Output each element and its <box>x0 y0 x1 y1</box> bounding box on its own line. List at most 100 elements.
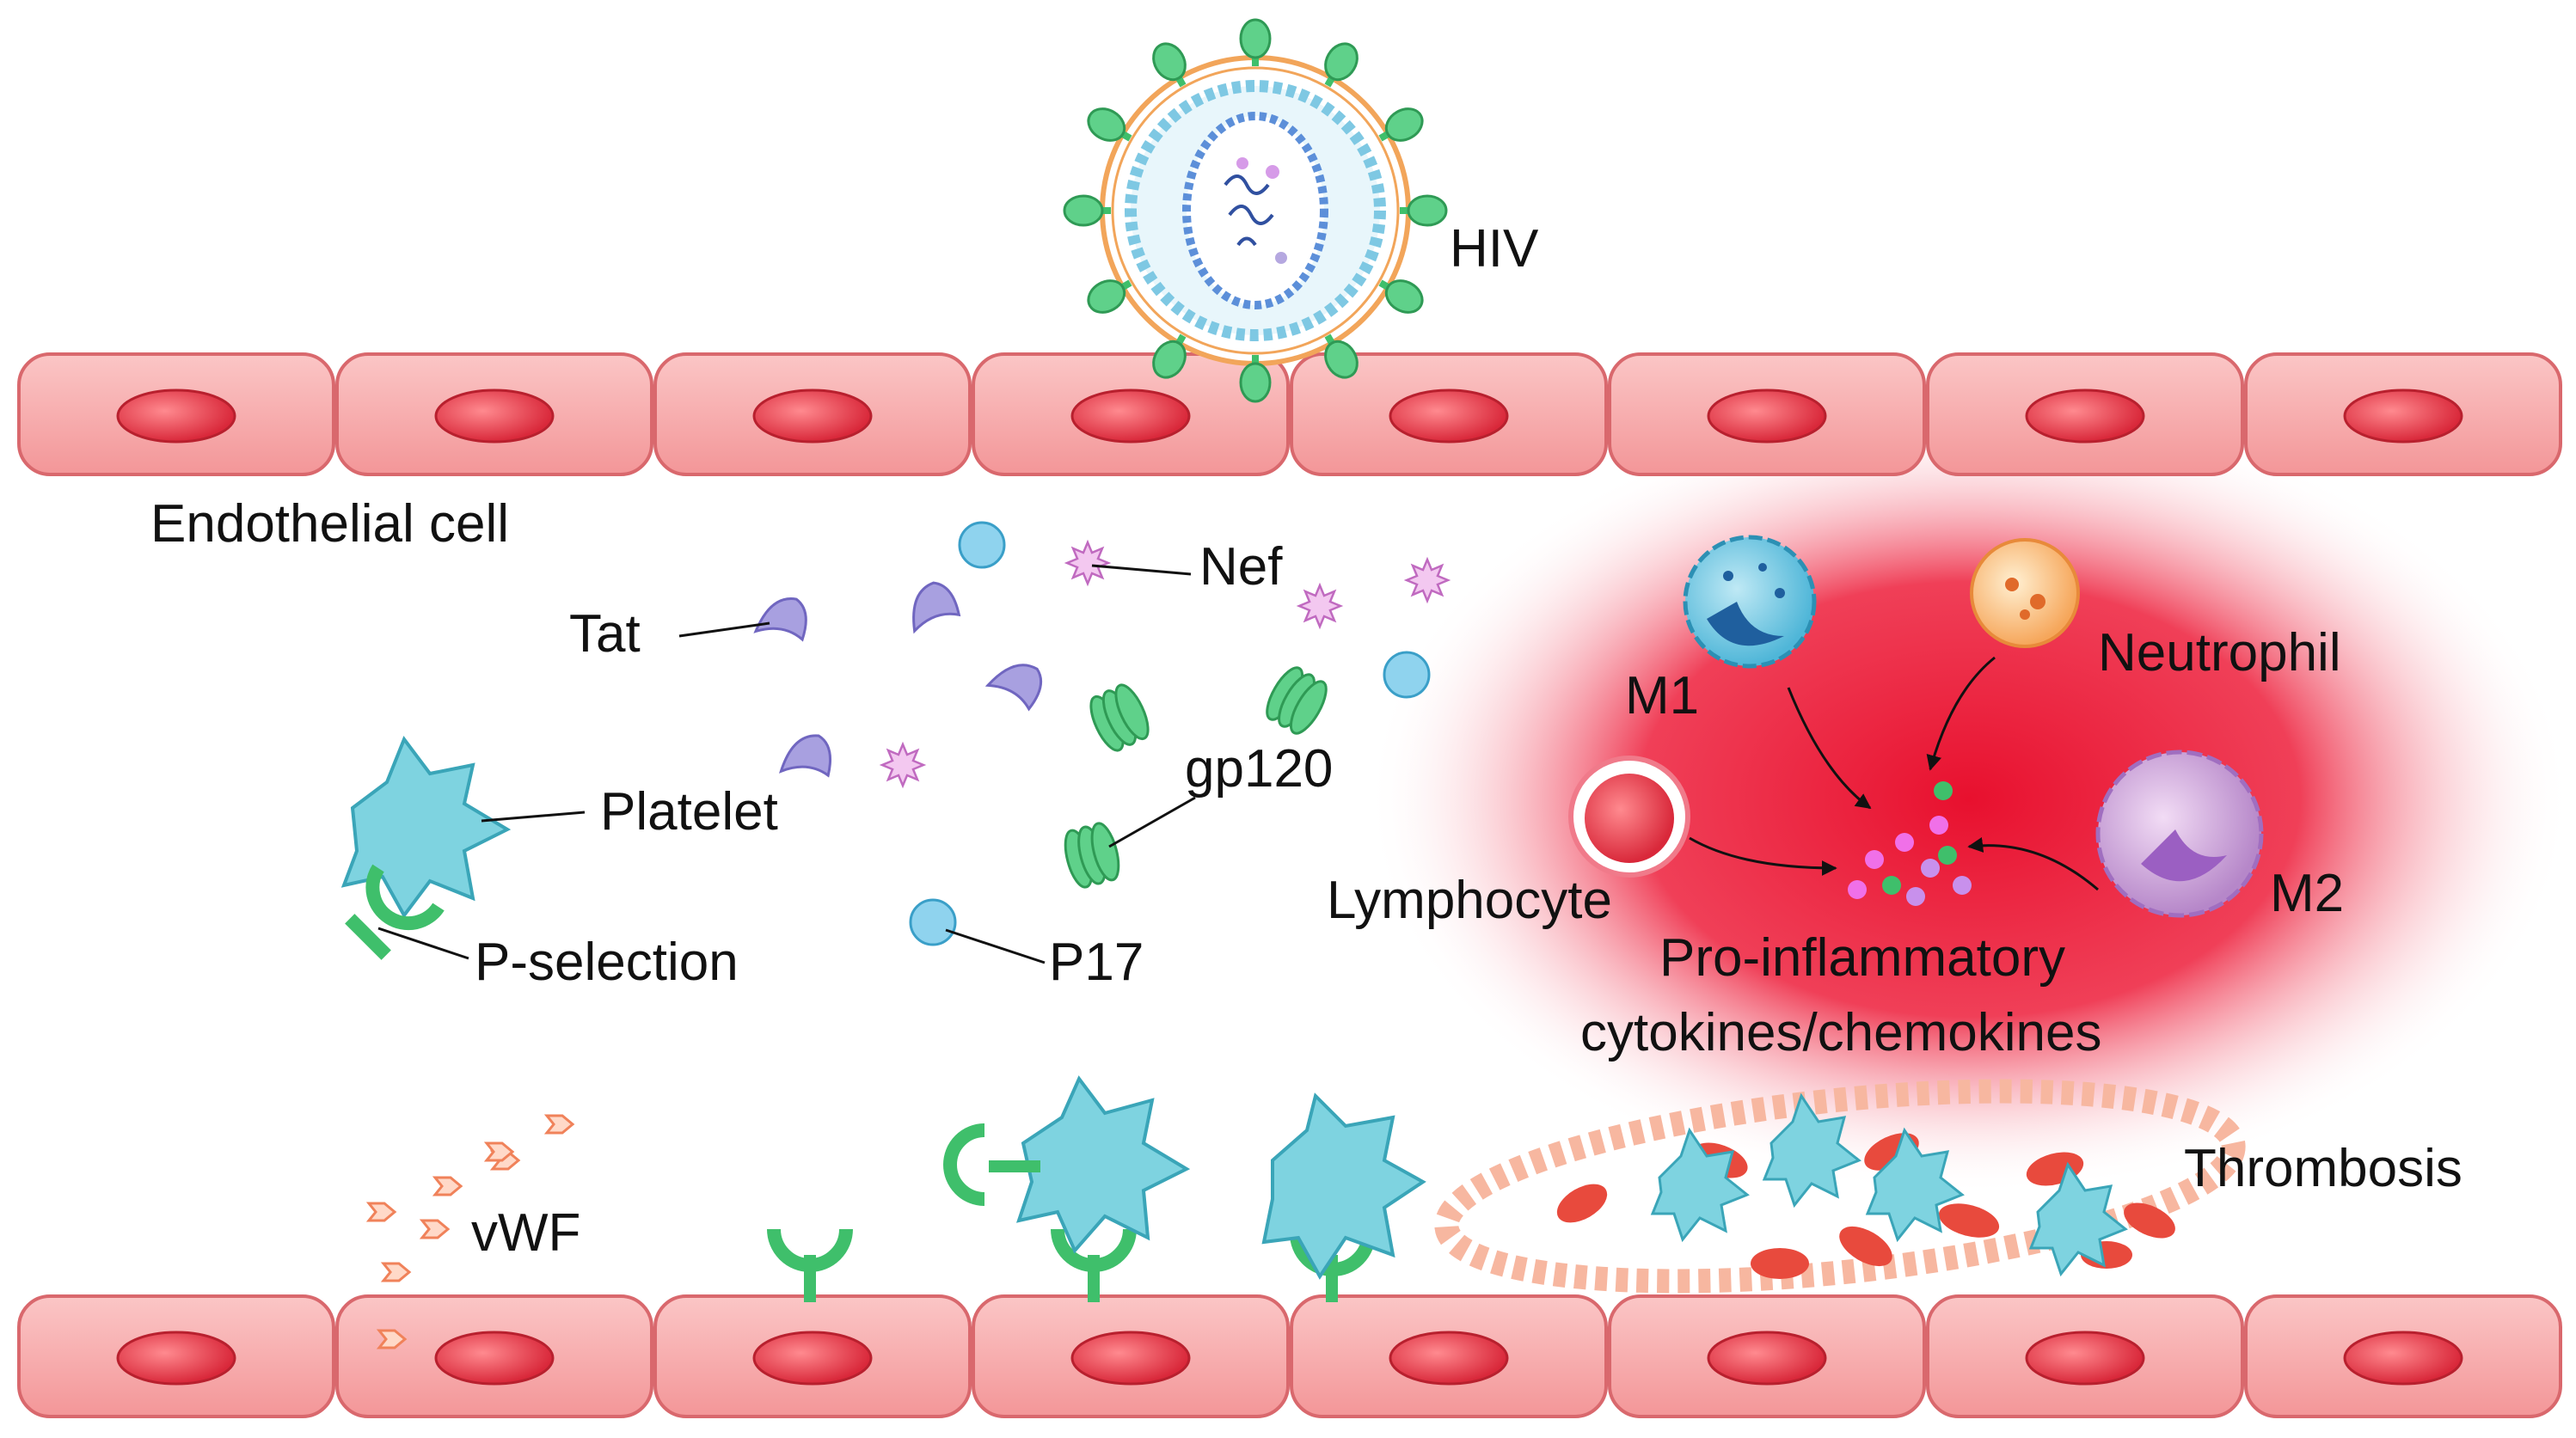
nucleus-icon <box>1389 389 1509 444</box>
vwf-icon <box>376 1329 408 1349</box>
label-gp120: gp120 <box>1185 739 1333 799</box>
gp120-spike-icon <box>1087 279 1132 314</box>
vwf-icon <box>543 1114 575 1135</box>
vwf-fragments <box>365 1114 575 1349</box>
gp120-icon <box>1064 822 1120 889</box>
tat-icon <box>778 734 831 778</box>
endothelium-bottom <box>17 1294 2562 1418</box>
endothelial-cell <box>335 352 653 476</box>
endothelial-cell <box>1290 352 1608 476</box>
hiv-virion-icon <box>1063 18 1448 403</box>
nucleus-icon <box>752 389 873 444</box>
gp120-spike-icon <box>1324 42 1359 88</box>
p17-proteins <box>909 521 1431 946</box>
nucleus-icon <box>1389 1331 1509 1386</box>
gp120-spike-icon <box>1324 333 1359 379</box>
m1-macrophage-icon <box>1683 535 1817 669</box>
nucleus-icon <box>1707 389 1827 444</box>
nef-proteins <box>879 539 1451 789</box>
label-p17: P17 <box>1049 933 1144 992</box>
nucleus-icon <box>434 389 555 444</box>
vwf-icon <box>419 1219 451 1239</box>
label-hiv: HIV <box>1450 219 1539 278</box>
endothelial-cell <box>1608 1294 1926 1418</box>
label-m2: M2 <box>2270 864 2344 923</box>
gp120-spike-icon <box>1378 107 1424 142</box>
gp120-spike-icon <box>1087 107 1132 142</box>
neutrophil-icon <box>1970 538 2080 648</box>
p17-icon <box>958 521 1006 569</box>
lymphocyte-icon <box>1568 756 1690 878</box>
gp120-spike-icon <box>1152 42 1187 88</box>
nucleus-icon <box>434 1331 555 1386</box>
m2-macrophage-icon <box>2095 750 2264 918</box>
endothelium-top <box>17 352 2562 476</box>
endothelial-cell <box>653 352 972 476</box>
gp120-spike-icon <box>1378 279 1424 314</box>
tat-icon <box>984 664 1043 712</box>
cytokine-arrows <box>1689 656 2099 891</box>
nef-icon <box>1296 582 1344 630</box>
nucleus-icon <box>752 1331 873 1386</box>
endothelial-cell <box>335 1294 653 1418</box>
gp120-spike-icon <box>1152 333 1187 379</box>
leader-tat <box>678 621 770 638</box>
nucleus-icon <box>116 1331 236 1386</box>
endothelial-cell <box>972 352 1290 476</box>
nucleus-icon <box>1707 1331 1827 1386</box>
endothelial-cell <box>1926 1294 2244 1418</box>
label-platelet: Platelet <box>600 782 778 841</box>
endothelial-cell <box>17 352 335 476</box>
label-lymphocyte: Lymphocyte <box>1327 871 1612 930</box>
label-cytokines-line2: cytokines/chemokines <box>1580 1003 2102 1062</box>
nef-icon <box>879 741 927 789</box>
nucleus-icon <box>1070 389 1191 444</box>
gp120-spike-icon <box>1239 355 1272 403</box>
label-tat: Tat <box>569 604 641 664</box>
label-p-selection: P-selection <box>475 933 739 992</box>
leader-p-selection <box>377 927 469 960</box>
nucleus-icon <box>2343 389 2463 444</box>
vwf-icon <box>365 1202 397 1222</box>
thrombus <box>1434 1079 2246 1294</box>
p17-icon <box>1383 651 1431 699</box>
endothelial-cell <box>2244 352 2562 476</box>
label-nef: Nef <box>1199 537 1283 597</box>
leader-platelet <box>481 811 586 823</box>
gp120-proteins <box>1064 666 1328 889</box>
leader-nef <box>1091 564 1192 576</box>
nucleus-icon <box>2343 1331 2463 1386</box>
label-neutrophil: Neutrophil <box>2098 623 2341 682</box>
p17-icon <box>909 898 957 946</box>
label-m1: M1 <box>1625 666 1699 725</box>
inflammation-zone <box>1367 404 2571 1195</box>
tat-icon <box>912 581 961 634</box>
label-cytokines-line1: Pro-inflammatory <box>1659 928 2065 988</box>
leader-gp120 <box>1108 796 1196 848</box>
gp120-icon <box>1089 683 1150 752</box>
adhesion-events <box>767 1075 1426 1302</box>
cytokines-cluster <box>1848 781 1972 906</box>
nef-icon <box>1403 556 1451 604</box>
label-thrombosis: Thrombosis <box>2184 1139 2463 1198</box>
label-vwf: vWF <box>471 1203 580 1263</box>
nucleus-icon <box>116 389 236 444</box>
gp120-spike-icon <box>1063 194 1111 227</box>
p-selectin-icon <box>345 864 445 960</box>
endothelial-cell <box>653 1294 972 1418</box>
gp120-spike-icon <box>1400 194 1448 227</box>
gp120-spike-icon <box>1239 18 1272 66</box>
platelet-icon <box>340 735 512 919</box>
endothelial-cell <box>17 1294 335 1418</box>
tat-icon <box>753 597 807 642</box>
nef-icon <box>1064 539 1112 587</box>
endothelial-cell <box>2244 1294 2562 1418</box>
vwf-icon <box>483 1141 515 1162</box>
gp120-icon <box>1266 666 1328 735</box>
endothelial-cell <box>1608 352 1926 476</box>
nucleus-icon <box>1070 1331 1191 1386</box>
vwf-icon <box>380 1262 412 1282</box>
nucleus-icon <box>2025 1331 2145 1386</box>
nucleus-icon <box>2025 389 2145 444</box>
vwf-icon <box>432 1176 463 1196</box>
